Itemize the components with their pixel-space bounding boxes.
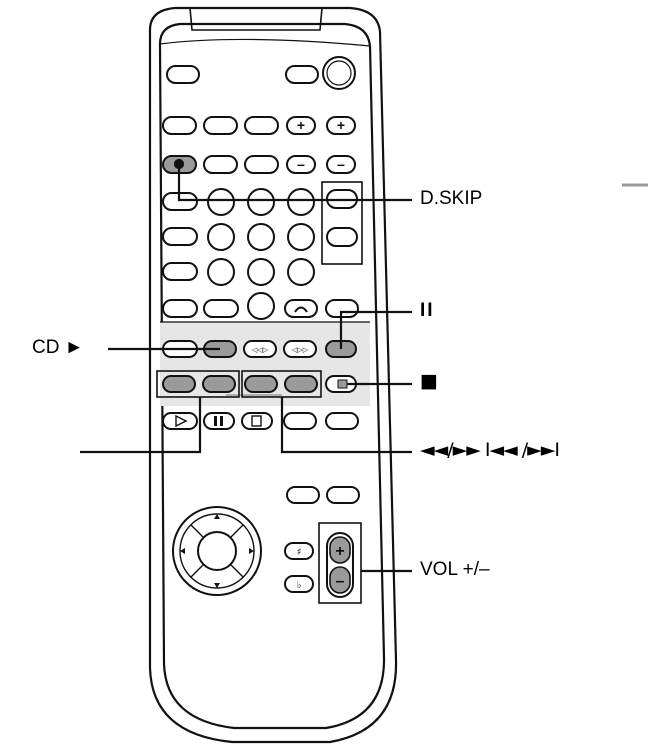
button-r7-1[interactable] xyxy=(162,299,198,318)
svg-text:◁▷▷: ◁▷▷ xyxy=(292,346,309,354)
pause-leader-line xyxy=(339,310,412,349)
plus-glyph-2: + xyxy=(337,117,345,133)
deck-button-r3-5[interactable] xyxy=(325,412,359,430)
d-skip-leader-line xyxy=(177,164,412,202)
stop-icon xyxy=(251,415,262,427)
fast-forward-button[interactable] xyxy=(284,375,318,393)
power-button[interactable] xyxy=(322,56,356,90)
tape-stop-button[interactable] xyxy=(241,412,273,430)
lower-button-1[interactable] xyxy=(286,486,320,504)
d-pad[interactable] xyxy=(172,506,262,596)
right-arrow-icon xyxy=(249,548,254,554)
vol-minus-glyph: – xyxy=(336,573,345,590)
button-1[interactable] xyxy=(166,65,200,84)
rewind-button[interactable] xyxy=(244,375,278,393)
return-icon xyxy=(294,306,308,313)
button-r3-3[interactable] xyxy=(244,155,279,174)
number-button-3[interactable] xyxy=(287,188,315,216)
search-leader-line xyxy=(280,397,412,454)
play-icon xyxy=(175,414,188,428)
minus-button-1[interactable] xyxy=(286,155,316,174)
minus-glyph-1: – xyxy=(297,156,305,172)
channel-down-button[interactable] xyxy=(326,227,358,247)
svg-text:♭: ♭ xyxy=(297,580,302,591)
button-r3-2[interactable] xyxy=(203,155,238,174)
deck-button-r3-4[interactable] xyxy=(283,412,317,430)
left-arrow-icon xyxy=(180,548,185,554)
button-r7-2[interactable] xyxy=(203,299,239,318)
number-button-5[interactable] xyxy=(247,223,275,251)
vol-label: VOL +/– xyxy=(420,559,490,580)
number-button-0[interactable] xyxy=(247,292,275,320)
plus-glyph-1: + xyxy=(297,117,305,133)
lower-button-2[interactable] xyxy=(326,486,360,504)
channel-group-box xyxy=(321,181,363,265)
number-button-2[interactable] xyxy=(247,188,275,216)
number-button-4[interactable] xyxy=(207,223,235,251)
plus-button-2[interactable] xyxy=(326,116,356,135)
minus-button-2[interactable] xyxy=(326,155,356,174)
button-2[interactable] xyxy=(285,65,319,84)
d-skip-label: D.SKIP xyxy=(420,188,483,209)
leader-lines xyxy=(80,158,412,573)
skip-search-label: ◄◄/►► I◄◄ /►►I xyxy=(420,439,560,461)
up-arrow-icon xyxy=(214,514,220,519)
prev-track-button[interactable] xyxy=(162,375,196,393)
button-r5-1[interactable] xyxy=(162,227,198,246)
number-button-9[interactable] xyxy=(287,258,315,286)
skip-leader-line xyxy=(80,397,202,454)
deck-forward-button[interactable] xyxy=(283,340,317,358)
button-r2-3[interactable] xyxy=(244,116,279,135)
plus-button-1[interactable] xyxy=(286,116,316,135)
tape-pause-button[interactable] xyxy=(203,412,235,430)
down-arrow-icon xyxy=(214,583,220,588)
sharp-button[interactable] xyxy=(284,542,314,560)
pause-icon xyxy=(214,416,223,426)
volume-group-box xyxy=(318,522,362,604)
button-r6-1[interactable] xyxy=(162,262,198,281)
vol-up-button[interactable] xyxy=(329,536,351,564)
button-r2-1[interactable] xyxy=(162,116,197,135)
svg-text:♯: ♯ xyxy=(297,547,302,558)
number-button-7[interactable] xyxy=(207,258,235,286)
cd-play-label: CD ► xyxy=(32,337,84,358)
number-button-6[interactable] xyxy=(287,223,315,251)
deck-rewind-button[interactable] xyxy=(243,340,277,358)
number-button-1[interactable] xyxy=(207,188,235,216)
minus-glyph-2: – xyxy=(337,156,345,172)
tape-play-button[interactable] xyxy=(162,412,198,430)
button-r2-2[interactable] xyxy=(203,116,238,135)
next-track-button[interactable] xyxy=(202,375,236,393)
flat-button[interactable] xyxy=(284,575,314,593)
number-button-8[interactable] xyxy=(247,258,275,286)
deck-band xyxy=(160,322,370,406)
vol-down-button[interactable] xyxy=(329,566,351,594)
stop-label: ■ xyxy=(420,370,438,392)
pause-label: II xyxy=(420,300,435,321)
skip-group-box xyxy=(156,370,240,398)
vol-plus-glyph: + xyxy=(335,543,344,560)
svg-text:◁◁▷: ◁◁▷ xyxy=(252,346,269,354)
